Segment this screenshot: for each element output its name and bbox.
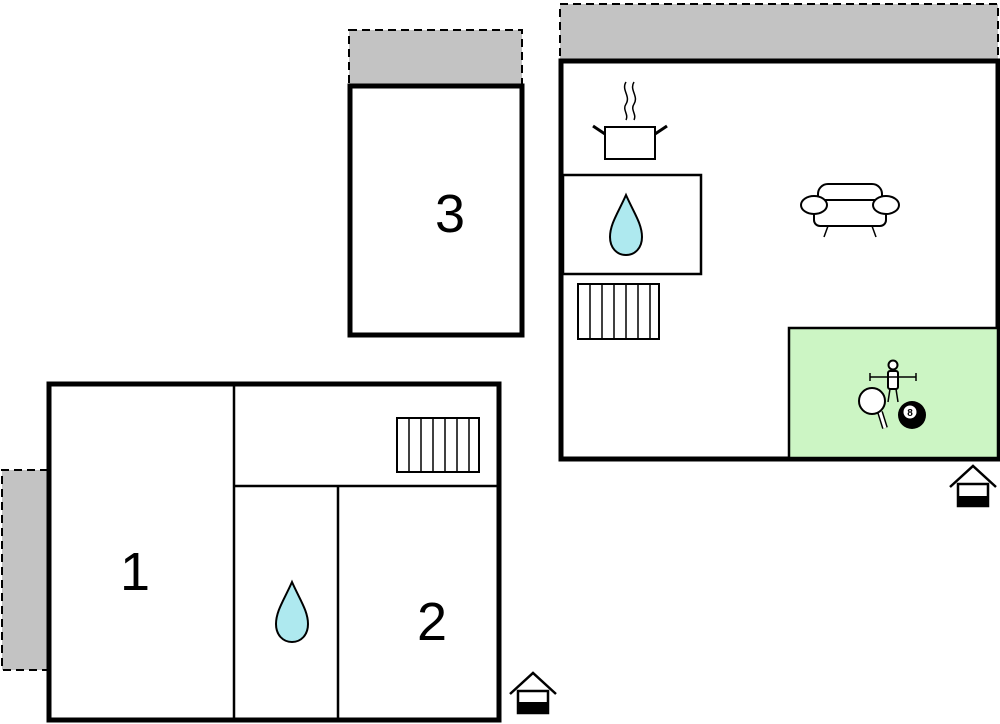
water-drop-icon [274, 579, 310, 644]
building-room-3: 3 [347, 83, 525, 338]
terrace-top-right [559, 3, 999, 61]
activity-area [787, 326, 1000, 460]
room-number-1: 1 [120, 542, 150, 602]
entrance-icon [949, 464, 997, 508]
radiator-icon [396, 417, 480, 473]
billiard-ball-icon: 8 [898, 401, 926, 429]
kitchen-counter [561, 173, 703, 276]
billiard-ball-label: 8 [907, 408, 913, 419]
room-number-3: 3 [435, 184, 465, 244]
radiator-icon [577, 283, 660, 340]
room-number-2: 2 [417, 592, 447, 652]
terrace-left [1, 469, 48, 671]
terrace-room-3 [348, 29, 523, 86]
entrance-icon [509, 671, 557, 715]
building-main [558, 58, 1000, 462]
ping-pong-icon [858, 387, 888, 429]
cooking-pot-icon [592, 81, 668, 160]
sofa-icon [800, 183, 900, 238]
water-drop-icon [608, 192, 644, 257]
table-football-icon [869, 359, 917, 403]
